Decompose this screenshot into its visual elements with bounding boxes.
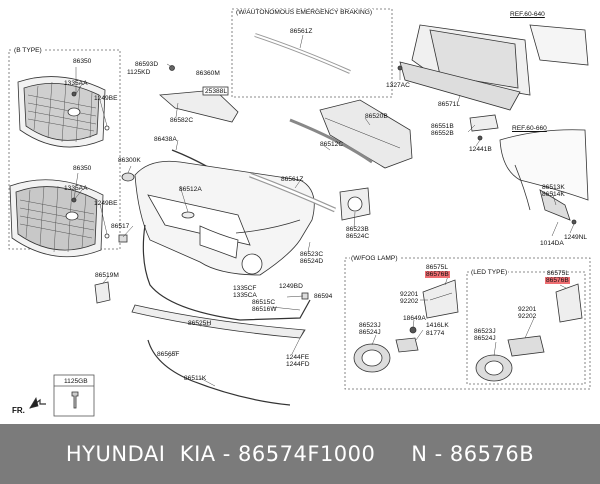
led-type-box (466, 271, 586, 385)
part-label: 1249BE (94, 200, 118, 207)
parts-drawing (8, 8, 591, 417)
part-label: 86575L (426, 264, 449, 271)
part-label: 86525H (188, 320, 212, 327)
part-label: 86523C (300, 251, 324, 258)
part-label: 92202 (518, 313, 537, 320)
part-label: 86551B (431, 123, 454, 130)
fog-bracket (422, 279, 459, 319)
part-label: 86582C (170, 117, 194, 124)
part-label: 86520B (365, 113, 388, 120)
highlighted-part-label: 86576B (545, 277, 570, 284)
part-label: 86571L (438, 101, 461, 108)
ref-label: REF.60-660 (512, 125, 547, 132)
part-label: 1335CA (233, 292, 257, 299)
highlighted-part-label: 86576B (425, 271, 450, 278)
part-label: 86513K (542, 184, 565, 191)
bolt-box (53, 374, 95, 417)
parts-diagram: (B TYPE) (W/AUTONOMOUS EMERGENCY BRAKING… (8, 8, 591, 417)
part-label: 86515C (252, 299, 276, 306)
part-label: 92201 (400, 291, 419, 298)
part-label: 81774 (426, 330, 445, 337)
part-label: 86552B (431, 130, 454, 137)
ref-label: REF.60-640 (510, 11, 545, 18)
part-label: 86360M (196, 70, 220, 77)
part-label: 86523J (359, 322, 381, 329)
part-label: 86594 (314, 293, 333, 300)
part-number-banner: HYUNDAI KIA - 86574F1000 N - 86576B (0, 424, 600, 484)
grille-upper (17, 76, 106, 148)
part-label: 1416LK (426, 322, 449, 329)
part-label: 25388L (205, 88, 228, 95)
b-type-title: (B TYPE) (13, 47, 43, 54)
part-label: 1014DA (540, 240, 564, 247)
part-label: 86561Z (281, 176, 304, 183)
carrier-assembly (397, 24, 589, 111)
part-label: 86519M (95, 272, 119, 279)
part-label: 1335AA (64, 185, 88, 192)
part-label: 86350 (73, 165, 92, 172)
led-type-title: (LED TYPE) (470, 269, 509, 276)
part-label: 86514K (542, 191, 565, 198)
part-label: 86524D (300, 258, 324, 265)
part-label: 1249BD (279, 283, 303, 290)
front-direction-label: FR. (12, 406, 25, 415)
part-label: 86561Z (290, 28, 313, 35)
part-label: 86511K (184, 375, 207, 382)
part-label: 12441B (469, 146, 492, 153)
part-label: 86350 (73, 58, 92, 65)
led-bracket (555, 283, 583, 323)
bumper-cover (134, 160, 315, 276)
part-label: 86512A (179, 186, 202, 193)
absorber (319, 99, 413, 169)
part-label: 86512C (320, 141, 344, 148)
emblem (121, 172, 135, 182)
part-label: 86524C (346, 233, 370, 240)
part-label: 1125KD (127, 69, 151, 76)
part-label: 1244FE (286, 354, 310, 361)
part-label: 86523B (346, 226, 369, 233)
part-label: 1249BE (94, 95, 118, 102)
part-label: 18649A (403, 315, 426, 322)
part-number-text: HYUNDAI KIA - 86574F1000 N - 86576B (65, 442, 535, 466)
part-label: 1244FD (286, 361, 310, 368)
fog-lamp-title: (W/FOG LAMP) (350, 255, 399, 262)
part-label: 1335AA (64, 80, 88, 87)
part-label: 86593D (135, 61, 159, 68)
part-label: 86517 (111, 223, 130, 230)
grille-lower (9, 179, 104, 258)
part-label: 92202 (400, 298, 419, 305)
part-label: 86516W (252, 306, 277, 313)
part-label: 86524J (359, 329, 381, 336)
part-label: 86575L (547, 270, 570, 277)
part-label: 92201 (518, 306, 537, 313)
part-label: 86565F (157, 351, 180, 358)
autonomous-box (231, 8, 393, 98)
autonomous-title: (W/AUTONOMOUS EMERGENCY BRAKING) (235, 9, 374, 16)
part-label: 1125GB (64, 378, 88, 385)
part-label: 86524J (474, 335, 496, 342)
part-label: 86300K (118, 157, 141, 164)
part-label: 1335CF (233, 285, 257, 292)
part-label: 86438A (154, 136, 177, 143)
lower-grille (131, 304, 306, 339)
part-label: 1249NL (564, 234, 588, 241)
part-label: 1327AC (386, 82, 410, 89)
part-label: 86523J (474, 328, 496, 335)
